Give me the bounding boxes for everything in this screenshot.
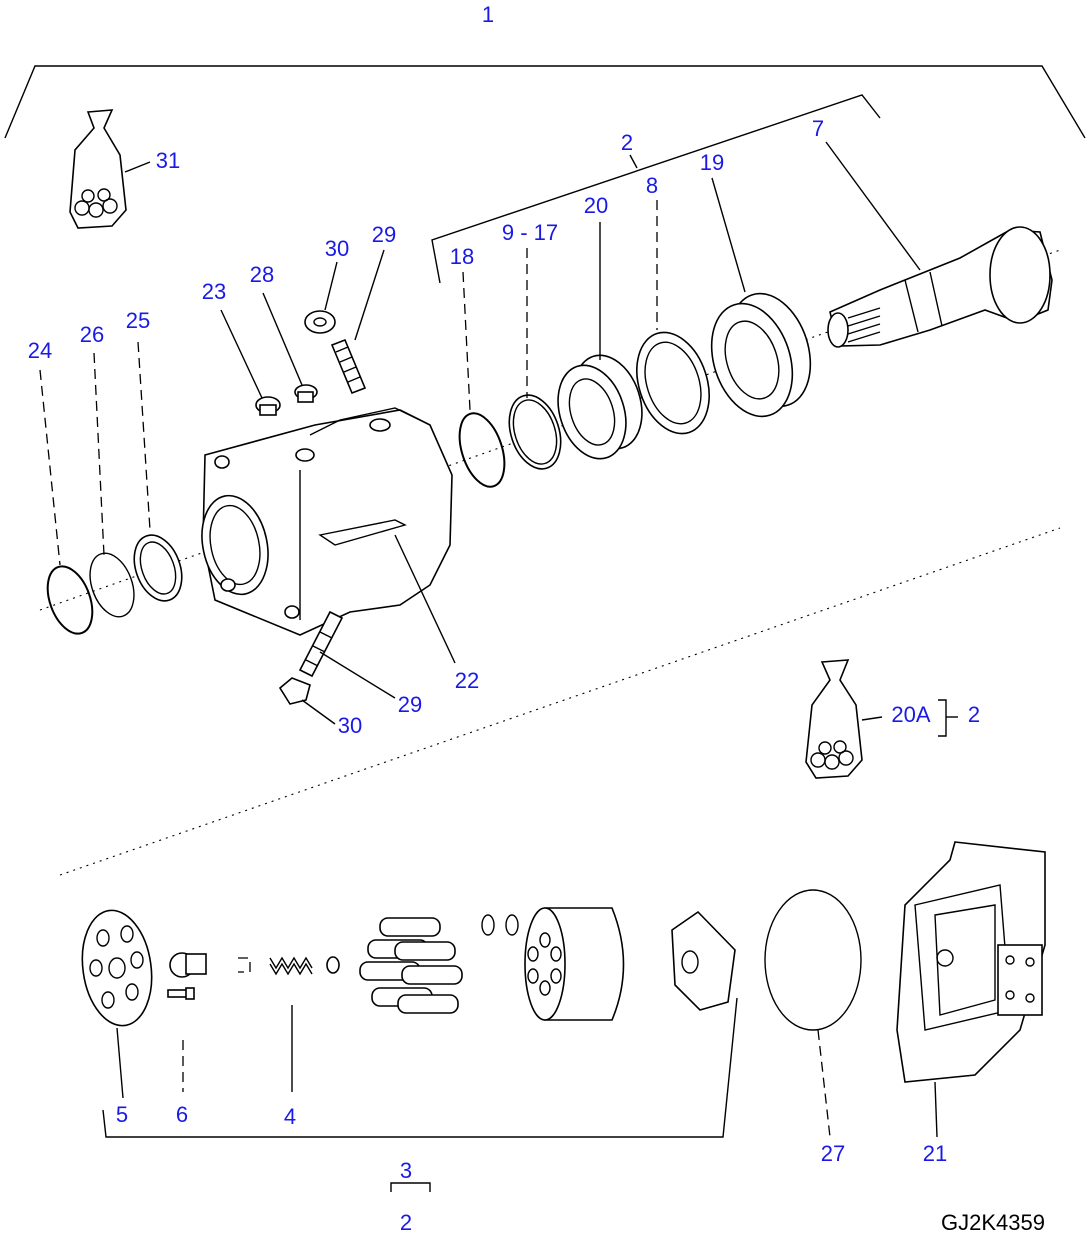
callout-labels: 1 2 7 19 8 20 9 - 17 18 30 29 28 23 26 2… bbox=[28, 2, 980, 1235]
callout-22: 22 bbox=[455, 668, 479, 693]
callout-21: 21 bbox=[923, 1141, 947, 1166]
end-cover-21 bbox=[896, 841, 1046, 1083]
callout-9-17: 9 - 17 bbox=[502, 220, 558, 245]
callout-6: 6 bbox=[176, 1102, 188, 1127]
callout-2-bottom: 2 bbox=[400, 1210, 412, 1235]
screw-29-bottom bbox=[298, 610, 344, 678]
callout-19: 19 bbox=[700, 150, 724, 175]
plug-28 bbox=[294, 384, 318, 403]
bearing-20 bbox=[557, 354, 643, 460]
callout-2-top: 2 bbox=[621, 130, 633, 155]
nut-30-top bbox=[304, 310, 336, 334]
o-ring-26 bbox=[89, 552, 135, 618]
pin-dash bbox=[238, 957, 251, 973]
callout-20a: 20A bbox=[891, 702, 930, 727]
snap-ring-24 bbox=[46, 565, 94, 635]
leader-lines bbox=[39, 141, 938, 1138]
kit-20a-brace bbox=[938, 699, 958, 737]
callout-20: 20 bbox=[584, 193, 608, 218]
valve-plate bbox=[671, 910, 736, 1011]
parts-bag-31 bbox=[69, 109, 127, 229]
assembly-3-bracket bbox=[102, 997, 738, 1138]
divider-axis bbox=[59, 527, 1061, 876]
callout-24: 24 bbox=[28, 338, 52, 363]
callout-30-top: 30 bbox=[325, 236, 349, 261]
callout-4: 4 bbox=[284, 1104, 296, 1129]
plug-23 bbox=[255, 396, 281, 416]
nut-30-bottom bbox=[278, 677, 311, 705]
callout-28: 28 bbox=[250, 262, 274, 287]
assembly-3-sub-bracket bbox=[390, 1182, 431, 1192]
callout-3: 3 bbox=[400, 1158, 412, 1183]
screw-29-top bbox=[330, 338, 367, 395]
callout-27: 27 bbox=[821, 1141, 845, 1166]
screw-6 bbox=[167, 987, 195, 1000]
ball-guide bbox=[169, 952, 207, 978]
ring-8 bbox=[636, 331, 710, 435]
callout-18: 18 bbox=[450, 244, 474, 269]
callout-29-bottom: 29 bbox=[398, 692, 422, 717]
pistons bbox=[359, 917, 463, 1014]
callout-7: 7 bbox=[812, 116, 824, 141]
callout-26: 26 bbox=[80, 322, 104, 347]
callout-29-top: 29 bbox=[372, 222, 396, 247]
spring-4 bbox=[269, 956, 340, 976]
assembly-2-bracket bbox=[431, 94, 881, 284]
callout-25: 25 bbox=[126, 308, 150, 333]
assembly-1-bracket bbox=[4, 65, 1086, 139]
cylinder-block bbox=[524, 907, 625, 1021]
parts-bag-20a bbox=[805, 659, 863, 779]
callout-23: 23 bbox=[202, 279, 226, 304]
callout-31: 31 bbox=[156, 148, 180, 173]
drive-shaft bbox=[827, 226, 1053, 348]
retainer-plate-5 bbox=[81, 909, 153, 1027]
callout-30-bottom: 30 bbox=[338, 713, 362, 738]
seal-25 bbox=[133, 534, 183, 602]
motor-housing-22 bbox=[201, 407, 453, 636]
snap-ring-18 bbox=[458, 412, 506, 488]
o-ring-27 bbox=[764, 889, 862, 1031]
bearing-19 bbox=[710, 292, 812, 418]
drawing-code: GJ2K4359 bbox=[941, 1210, 1045, 1235]
callout-1: 1 bbox=[482, 2, 494, 27]
shim-9-17 bbox=[508, 394, 562, 470]
callout-5: 5 bbox=[116, 1102, 128, 1127]
small-rings bbox=[481, 914, 519, 936]
callout-8: 8 bbox=[646, 173, 658, 198]
callout-2-right: 2 bbox=[968, 702, 980, 727]
